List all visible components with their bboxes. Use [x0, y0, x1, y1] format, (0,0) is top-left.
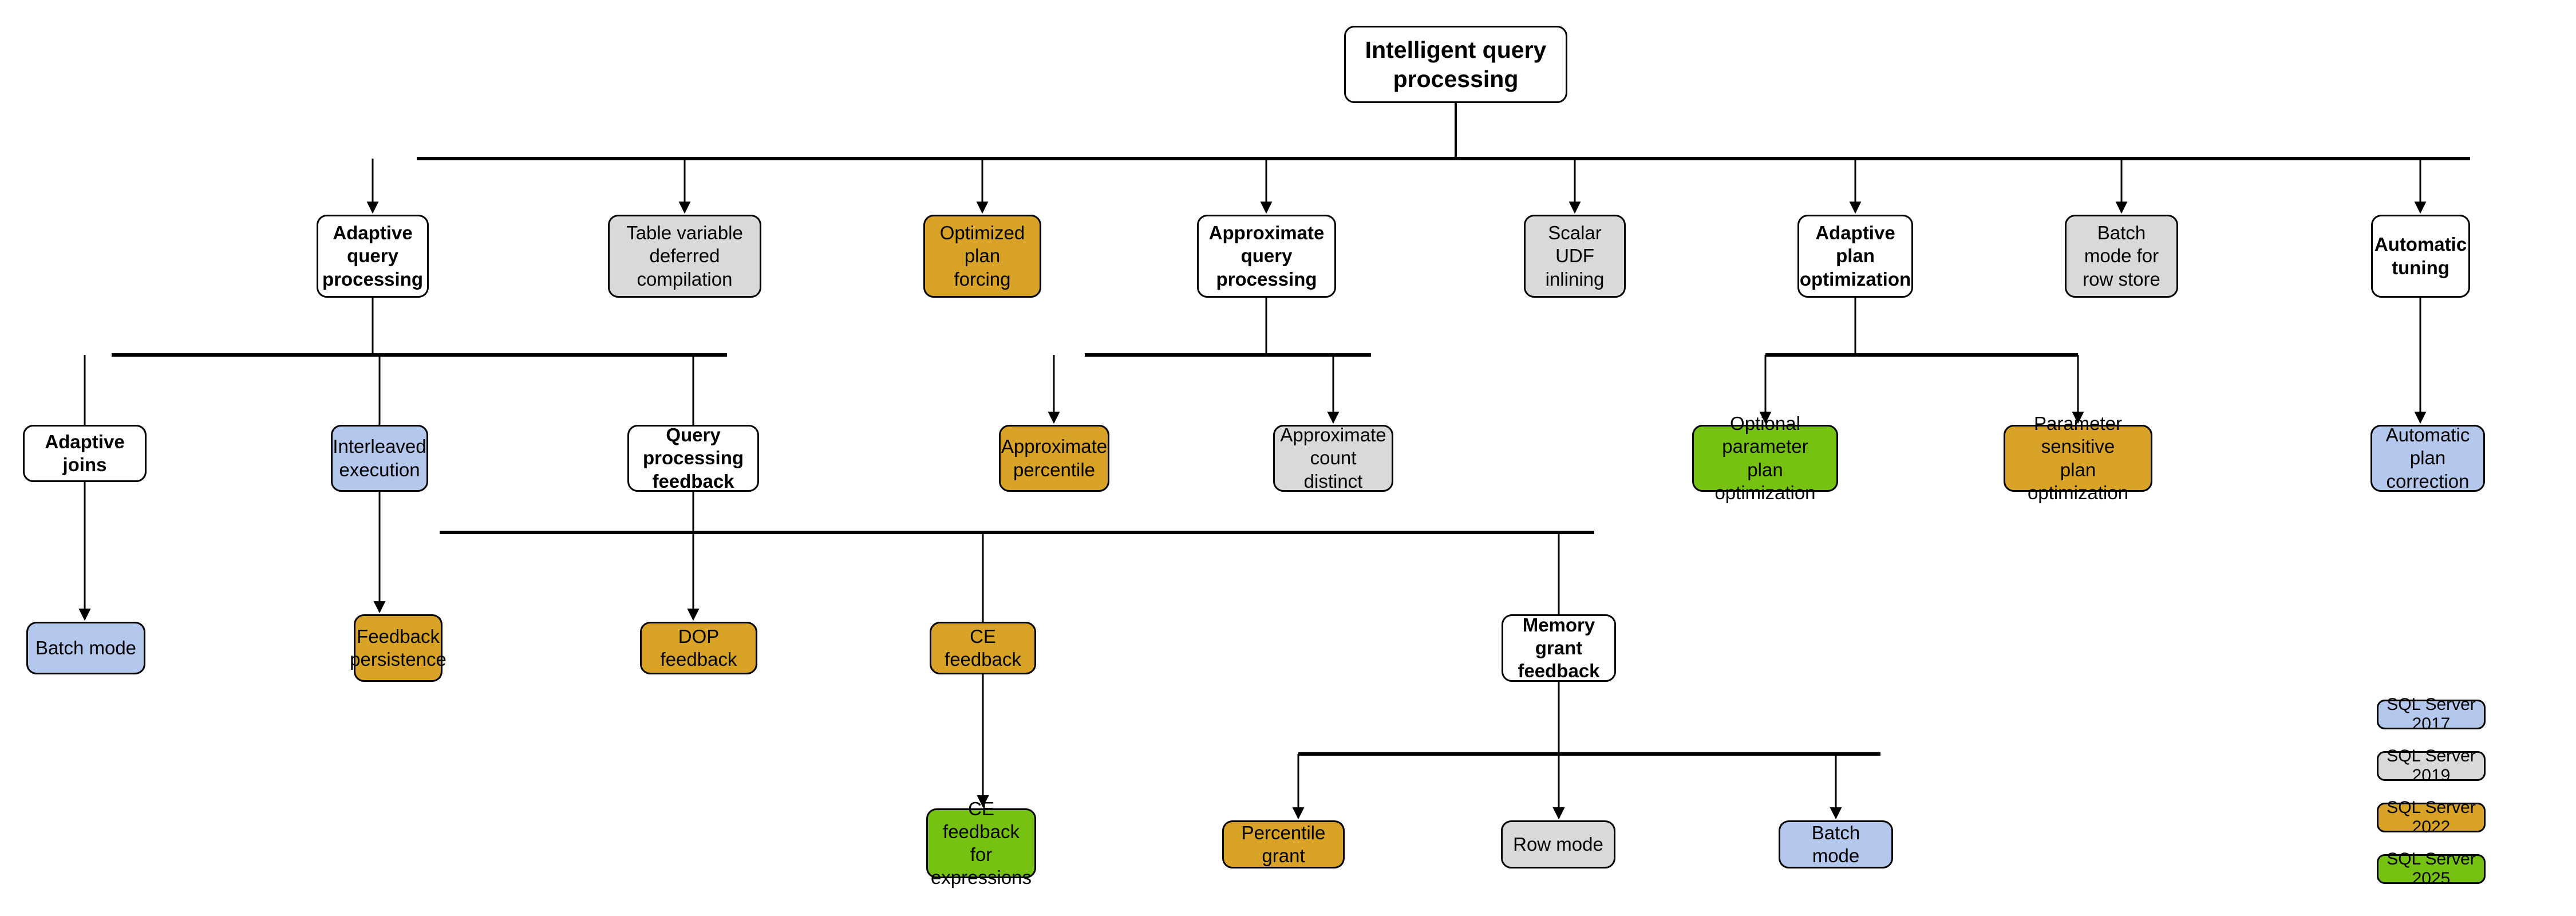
node-label: Optimized plan forcing: [939, 222, 1025, 290]
node-dop-feedback[interactable]: DOP feedback: [640, 622, 757, 674]
node-automatic-plan-correction[interactable]: Automatic plan correction: [2370, 424, 2485, 492]
node-label: Query processing feedback: [642, 424, 744, 492]
node-label: Batch mode: [1811, 822, 1860, 866]
node-ce-feedback-for-expressions[interactable]: CE feedback for expressions: [926, 798, 1036, 888]
node-optional-parameter-plan-optimization[interactable]: Optional parameter plan optimization: [1692, 413, 1838, 503]
node-root[interactable]: Intelligent query processing: [1344, 26, 1567, 103]
node-label: Batch mode: [35, 637, 137, 658]
node-label: CE feedback for expressions: [930, 797, 1032, 889]
node-automatic-tuning[interactable]: Automatic tuning: [2371, 215, 2470, 298]
node-label: Interleaved execution: [333, 436, 426, 480]
node-label: Intelligent query processing: [1365, 37, 1547, 92]
node-label: Automatic plan correction: [2385, 424, 2470, 492]
node-adaptive-query-processing[interactable]: Adaptive query processing: [317, 215, 429, 298]
legend-sql-server-2022: SQL Server 2022: [2377, 798, 2486, 836]
node-label: Approximate count distinct: [1280, 424, 1386, 492]
legend-label: SQL Server 2025: [2387, 850, 2476, 888]
node-label: Feedback persistence: [350, 625, 447, 670]
node-label: Adaptive query processing: [322, 222, 424, 290]
legend-label: SQL Server 2019: [2387, 747, 2476, 785]
node-batch-mode-for-row-store[interactable]: Batch mode for row store: [2065, 215, 2178, 298]
node-label: Table variable deferred compilation: [626, 222, 743, 290]
node-label: CE feedback: [945, 625, 1021, 670]
node-label: Memory grant feedback: [1518, 614, 1600, 682]
legend-sql-server-2025: SQL Server 2025: [2377, 850, 2486, 888]
node-query-processing-feedback[interactable]: Query processing feedback: [627, 424, 759, 492]
node-label: Approximate query processing: [1208, 222, 1325, 290]
node-optimized-plan-forcing[interactable]: Optimized plan forcing: [923, 215, 1041, 298]
node-label: Percentile grant: [1241, 822, 1326, 866]
node-approximate-query-processing[interactable]: Approximate query processing: [1197, 215, 1336, 298]
node-memory-grant-feedback[interactable]: Memory grant feedback: [1502, 614, 1616, 682]
legend-label: SQL Server 2017: [2387, 695, 2476, 733]
node-label: DOP feedback: [660, 625, 737, 670]
node-percentile-grant[interactable]: Percentile grant: [1222, 820, 1345, 868]
node-label: Optional parameter plan optimization: [1714, 413, 1816, 503]
legend-sql-server-2019: SQL Server 2019: [2377, 747, 2486, 785]
node-row-mode[interactable]: Row mode: [1501, 820, 1615, 868]
node-label: Adaptive plan optimization: [1799, 222, 1911, 290]
node-parameter-sensitive-plan-optimization[interactable]: Parameter sensitive plan optimization: [2004, 413, 2152, 503]
node-batch-mode-aj[interactable]: Batch mode: [26, 622, 145, 674]
node-adaptive-plan-optimization[interactable]: Adaptive plan optimization: [1797, 215, 1913, 298]
node-feedback-persistence[interactable]: Feedback persistence: [350, 614, 447, 682]
legend-sql-server-2017: SQL Server 2017: [2377, 695, 2486, 733]
node-label: Scalar UDF inlining: [1545, 222, 1605, 290]
node-approximate-percentile[interactable]: Approximate percentile: [999, 425, 1109, 492]
node-label: Adaptive joins: [45, 431, 125, 475]
node-approximate-count-distinct[interactable]: Approximate count distinct: [1273, 424, 1393, 492]
node-adaptive-joins[interactable]: Adaptive joins: [23, 425, 147, 482]
node-batch-mode-mgf[interactable]: Batch mode: [1779, 820, 1893, 868]
node-label: Automatic tuning: [2374, 234, 2467, 278]
node-label: Row mode: [1513, 833, 1603, 855]
node-scalar-udf-inlining[interactable]: Scalar UDF inlining: [1524, 215, 1626, 298]
legend-label: SQL Server 2022: [2387, 798, 2476, 836]
node-ce-feedback[interactable]: CE feedback: [930, 622, 1036, 674]
node-label: Batch mode for row store: [2083, 222, 2160, 290]
node-table-variable-deferred-compilation[interactable]: Table variable deferred compilation: [608, 215, 761, 298]
node-label: Parameter sensitive plan optimization: [2027, 413, 2129, 503]
node-interleaved-execution[interactable]: Interleaved execution: [331, 425, 428, 492]
node-label: Approximate percentile: [1001, 436, 1108, 480]
